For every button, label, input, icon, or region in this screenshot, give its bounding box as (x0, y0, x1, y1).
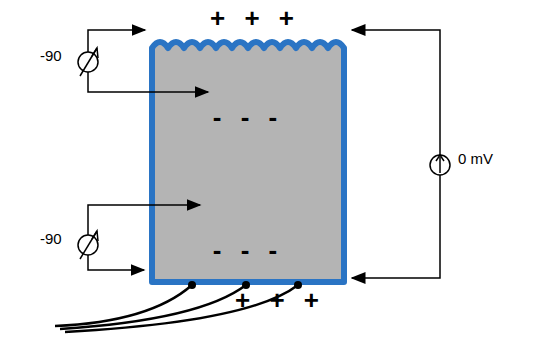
charge-sign: + + + (235, 287, 325, 313)
voltage-label: 0 mV (458, 151, 493, 166)
voltage-label: -90 (40, 48, 62, 63)
cell-body: - - - - - - (150, 35, 346, 285)
charge-sign: - - - (213, 237, 283, 263)
charge-sign: - - - (213, 104, 283, 130)
voltmeter-symbol (78, 30, 208, 92)
cell-membrane (152, 42, 344, 282)
voltmeter-symbol (78, 205, 200, 270)
charge-sign: + + + (210, 5, 300, 31)
voltmeter-symbol (352, 30, 450, 278)
voltage-label: -90 (40, 231, 62, 246)
